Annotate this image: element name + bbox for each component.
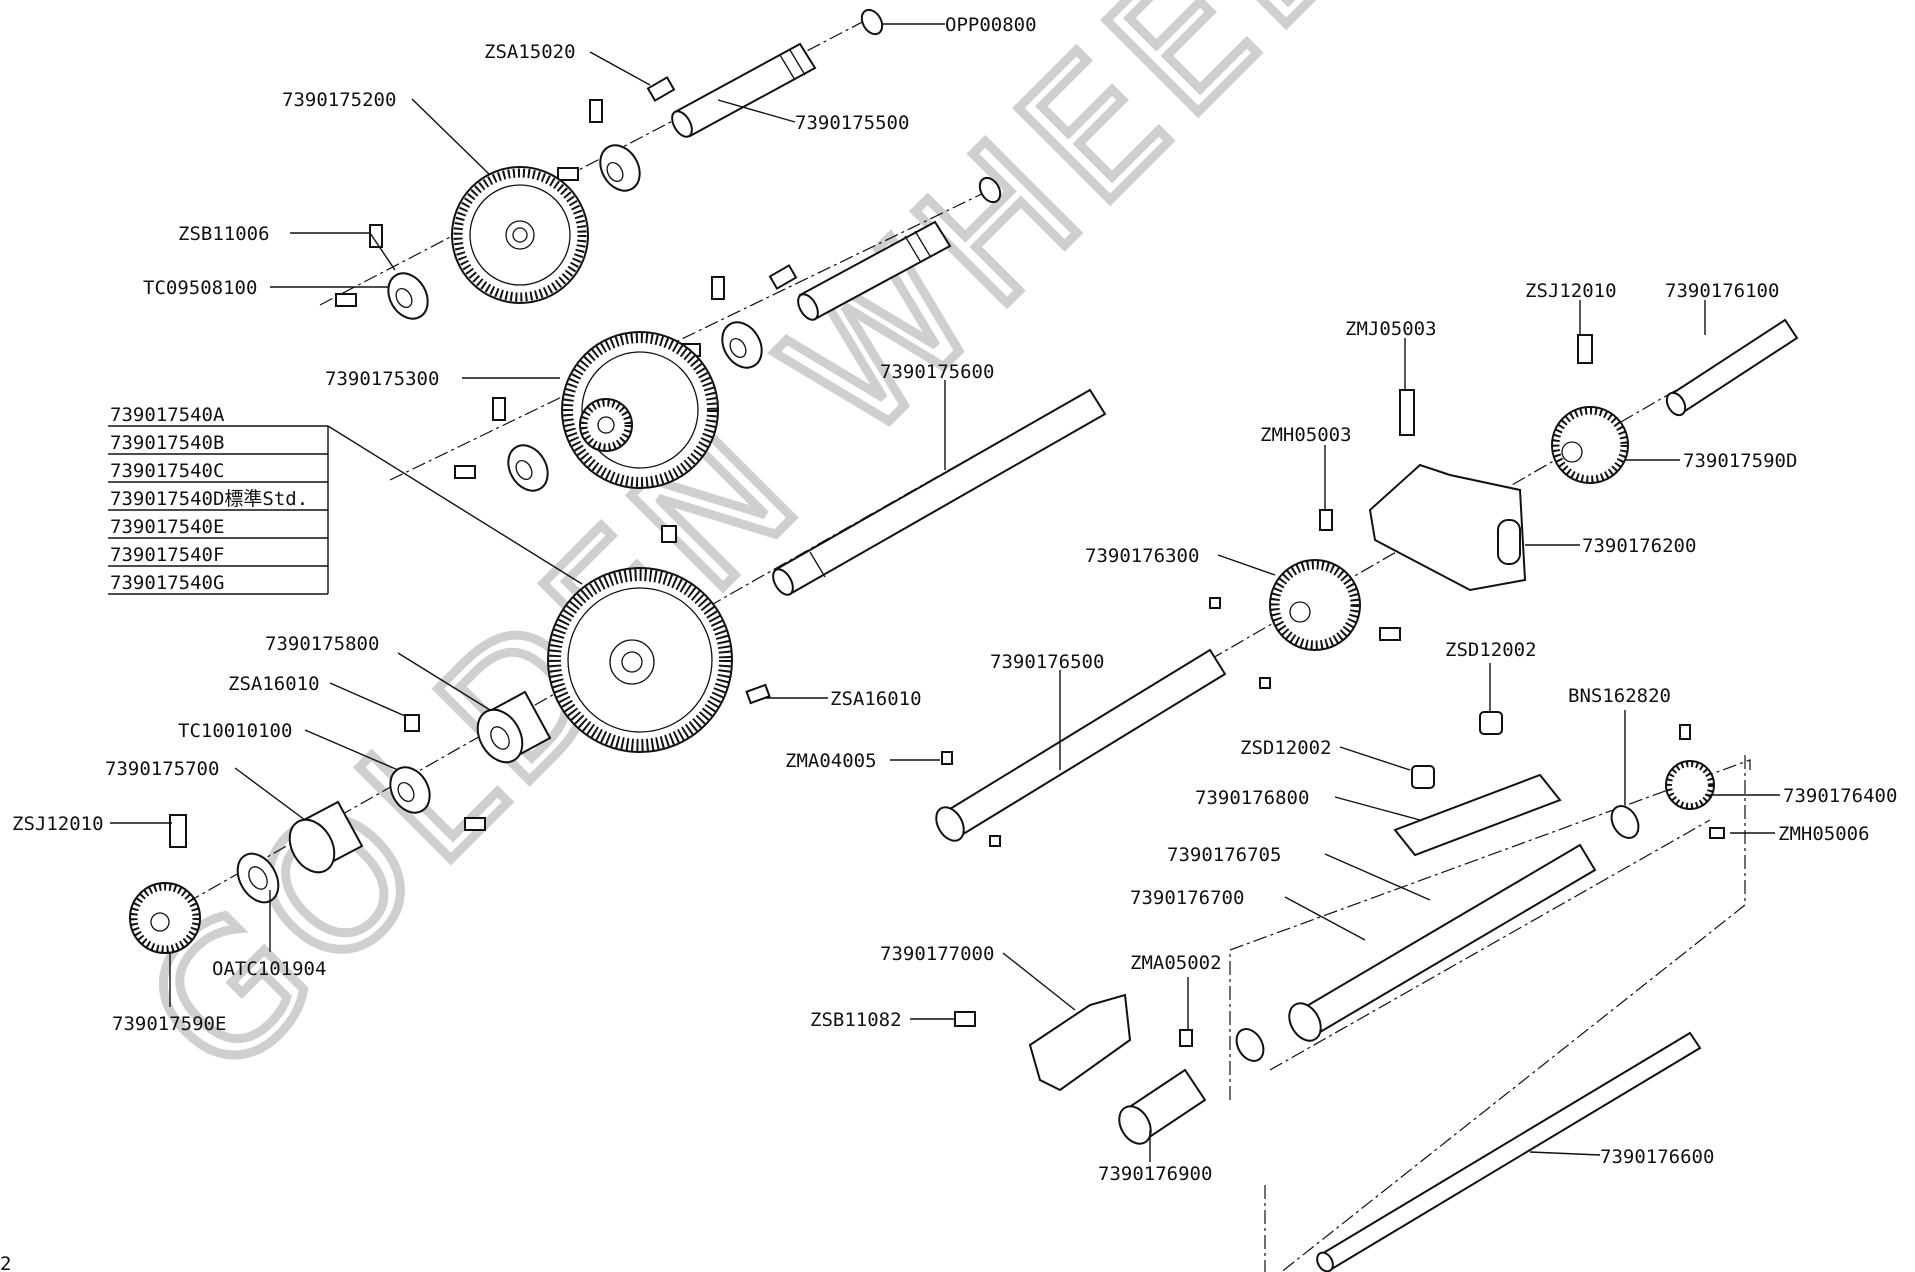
label-7390176200: 7390176200	[1582, 535, 1696, 557]
label-zsa15020: ZSA15020	[484, 41, 576, 63]
label-7390175300: 7390175300	[325, 368, 439, 390]
label-7390176300: 7390176300	[1085, 545, 1199, 567]
gear-739017590e	[129, 882, 201, 954]
label-zsa16010-right: ZSA16010	[830, 688, 922, 710]
set-screw-part	[646, 76, 676, 102]
label-zma04005: ZMA04005	[785, 750, 877, 772]
variant-a: 739017540A	[110, 404, 225, 426]
bracket-7390176200	[1368, 463, 1527, 592]
label-bns162820: BNS162820	[1568, 685, 1671, 707]
clip-7390177000	[1028, 993, 1132, 1092]
gear-739017590d	[1551, 406, 1629, 484]
label-tc09508100: TC09508100	[143, 277, 257, 299]
main-shaft-assembly	[129, 388, 1107, 954]
right-assembly	[935, 318, 1799, 1272]
label-7390176500: 7390176500	[990, 651, 1104, 673]
collar-tc10010100	[389, 766, 431, 814]
label-7390176800: 7390176800	[1195, 787, 1309, 809]
label-7390176700: 7390176700	[1130, 887, 1244, 909]
variant-d: 739017540D標準Std.	[110, 488, 308, 510]
label-7390175500: 7390175500	[795, 112, 909, 134]
plate-7390176800	[1393, 773, 1562, 857]
label-zsb11082: ZSB11082	[810, 1009, 902, 1031]
label-zmh05006: ZMH05006	[1778, 823, 1870, 845]
label-zmh05003: ZMH05003	[1260, 424, 1352, 446]
part-labels: OPP00800 ZSA15020 7390175500 7390175200 …	[0, 14, 1897, 1272]
washer-oatc101904	[236, 852, 280, 904]
label-739017590d: 739017590D	[1683, 450, 1797, 472]
gear-7390175200	[451, 166, 589, 304]
o-ring-part	[860, 8, 884, 36]
variant-f: 739017540F	[110, 544, 224, 566]
gear-739017540	[547, 567, 733, 753]
label-zsj12010-left: ZSJ12010	[12, 813, 104, 835]
variant-e: 739017540E	[110, 516, 224, 538]
label-7390175200: 7390175200	[282, 89, 396, 111]
label-7390176900: 7390176900	[1098, 1163, 1212, 1185]
label-zsa16010-left: ZSA16010	[228, 673, 320, 695]
label-zsb11006: ZSB11006	[178, 223, 270, 245]
label-7390175600: 7390175600	[880, 361, 994, 383]
page-number: 2	[0, 1253, 11, 1272]
upper-shaft-assembly	[335, 8, 1002, 492]
label-7390176100: 7390176100	[1665, 280, 1779, 302]
label-zsj12010-top: ZSJ12010	[1525, 280, 1617, 302]
gear-7390176300	[1269, 559, 1361, 651]
variant-c: 739017540C	[110, 460, 224, 482]
label-zsd12002-left: ZSD12002	[1240, 737, 1332, 759]
collar-tc09508100	[387, 272, 429, 320]
label-tc10010100: TC10010100	[178, 720, 292, 742]
leader-lines	[110, 23, 1780, 1162]
label-7390177000: 7390177000	[880, 943, 994, 965]
label-7390176400: 7390176400	[1783, 785, 1897, 807]
label-7390175800: 7390175800	[265, 633, 379, 655]
variant-table: 739017540A 739017540B 739017540C 7390175…	[108, 404, 583, 595]
label-zsd12002-top: ZSD12002	[1445, 639, 1537, 661]
label-zma05002: ZMA05002	[1130, 952, 1222, 974]
label-oatc101904: OATC101904	[212, 958, 326, 980]
label-7390176705: 7390176705	[1167, 844, 1281, 866]
roller-7390176700	[1298, 843, 1597, 1037]
label-opp00800: OPP00800	[945, 14, 1037, 36]
variant-g: 739017540G	[110, 572, 224, 594]
variant-b: 739017540B	[110, 432, 224, 454]
shaft-7390176500	[943, 648, 1227, 838]
label-zmj05003: ZMJ05003	[1345, 318, 1437, 340]
label-7390175700: 7390175700	[105, 758, 219, 780]
label-739017590e: 739017590E	[112, 1013, 226, 1035]
label-7390176600: 7390176600	[1600, 1146, 1714, 1168]
